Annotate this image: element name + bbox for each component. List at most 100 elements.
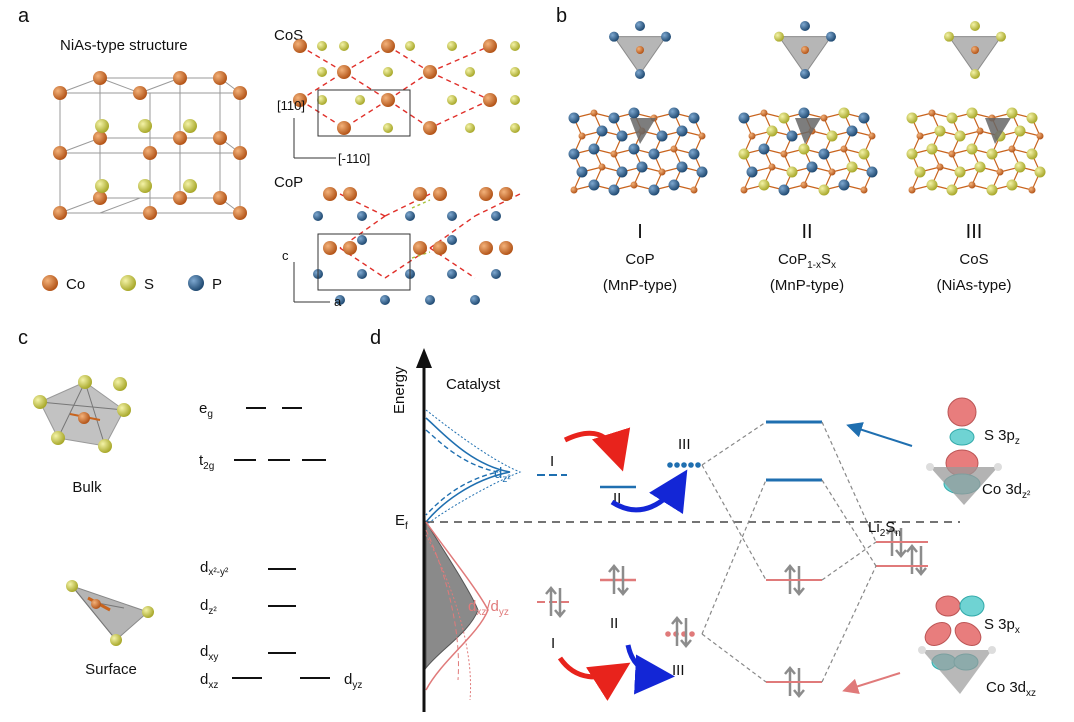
- slab-atom: [828, 168, 836, 176]
- slab-atom: [658, 168, 666, 176]
- mo-levels: [766, 420, 928, 683]
- tet-ligand-atom: [996, 31, 1006, 42]
- panel-d-label: d: [370, 327, 381, 349]
- s3px-orbital: [918, 595, 996, 694]
- co-atom: [233, 146, 247, 160]
- slab-atom: [636, 161, 648, 173]
- energy-label: Energy: [391, 366, 408, 414]
- surface-levels: [232, 568, 330, 679]
- slab-atom: [966, 107, 978, 119]
- cop-co-atom: [433, 241, 447, 255]
- cop-unit-box: [317, 233, 411, 291]
- cos-s-atom: [447, 41, 457, 51]
- lower-III-label: III: [672, 662, 685, 679]
- cos-s-atom: [465, 123, 475, 133]
- co-atom: [93, 71, 107, 85]
- co-atom: [53, 146, 67, 160]
- tet-ligand-atom: [800, 69, 810, 79]
- slab-atom: [818, 184, 830, 196]
- co-atom: [53, 206, 67, 220]
- spin-down-arrow: [680, 618, 692, 648]
- legend-p-marker: [188, 275, 204, 291]
- slab-atom: [916, 132, 924, 140]
- legend-co-marker: [42, 275, 58, 291]
- dz2-label-c: dz²: [200, 597, 217, 617]
- column-II-type: (MnP-type): [770, 277, 844, 294]
- surface-tetrahedron-b: [630, 118, 656, 144]
- slab-atom: [628, 143, 640, 155]
- cop-co-atom: [343, 187, 357, 201]
- co-atom: [213, 71, 227, 85]
- co-atom: [233, 86, 247, 100]
- slab-atom: [778, 184, 790, 196]
- coordination-tetrahedron: [613, 36, 667, 75]
- upper-III-label: III: [678, 436, 691, 453]
- slab-atom: [858, 112, 870, 124]
- slab-atom: [648, 148, 660, 160]
- slab-atom: [676, 125, 688, 137]
- slab-atom: [668, 179, 680, 191]
- cop-p-atom: [357, 235, 367, 245]
- cos-s-atom: [447, 95, 457, 105]
- cop-p-atom: [357, 269, 367, 279]
- column-III-roman: III: [966, 221, 983, 243]
- co-atom: [93, 191, 107, 205]
- slab-atom: [798, 107, 810, 119]
- co-atom: [233, 206, 247, 220]
- slab-atom: [1026, 112, 1038, 124]
- cop-co-atom: [433, 187, 447, 201]
- cos-co-atom: [293, 39, 307, 53]
- slab-atom: [986, 148, 998, 160]
- cop-p-atom: [313, 211, 323, 221]
- s-atom: [95, 179, 109, 193]
- tet-ligand-atom: [970, 21, 980, 31]
- cos-red-bond: [429, 45, 491, 73]
- axis-a-label: a: [334, 294, 342, 309]
- co-atom: [173, 131, 187, 145]
- eg-label: eg: [199, 400, 213, 420]
- co-atom: [93, 131, 107, 145]
- s-atom: [138, 179, 152, 193]
- slab-atom: [746, 166, 758, 178]
- cos-s-atom: [317, 95, 327, 105]
- slab-atom: [954, 166, 966, 178]
- co3dxz-label: Co 3dxz: [986, 679, 1036, 699]
- cos-co-atom: [483, 93, 497, 107]
- slab-atom: [616, 166, 628, 178]
- slab-atom: [1006, 107, 1018, 119]
- axis-m110-label: [-110]: [338, 151, 370, 166]
- slab-atom: [608, 184, 620, 196]
- cos-s-atom: [405, 41, 415, 51]
- slab-atom: [738, 148, 750, 160]
- slab-atom: [806, 161, 818, 173]
- s3pz-arrow: [846, 422, 913, 447]
- cos-s-atom: [383, 67, 393, 77]
- co-atom: [213, 131, 227, 145]
- coordination-tetrahedron: [778, 36, 832, 75]
- s3px-arrow: [842, 672, 901, 695]
- slab-atom: [846, 125, 858, 137]
- slab-atom: [976, 127, 984, 135]
- slab-atom: [986, 184, 998, 196]
- tet-co-atom: [971, 46, 979, 54]
- axis-110-label: [110]: [277, 98, 305, 113]
- dz2-dos: [425, 409, 522, 526]
- slab-atom: [760, 109, 768, 117]
- panel-b-label: b: [556, 5, 567, 27]
- cop-axes: c a: [282, 248, 342, 309]
- cop-lattice-label: CoP: [274, 174, 303, 191]
- lower-arrow-I-II: [557, 656, 631, 701]
- slab-atom: [996, 168, 1004, 176]
- upper-arrow-II-III: [610, 469, 688, 515]
- slab-atom: [1026, 148, 1038, 160]
- slab-atom: [590, 109, 598, 117]
- column-III: III CoS (NiAs-type): [936, 221, 1011, 294]
- slab-atom: [578, 132, 586, 140]
- panel-b-structures: [568, 21, 1046, 196]
- slab-atom: [826, 130, 838, 142]
- cos-co-atom: [483, 39, 497, 53]
- cop-co-atom: [499, 241, 513, 255]
- s3px-label: S 3px: [984, 616, 1020, 636]
- cop-co-atom: [499, 187, 513, 201]
